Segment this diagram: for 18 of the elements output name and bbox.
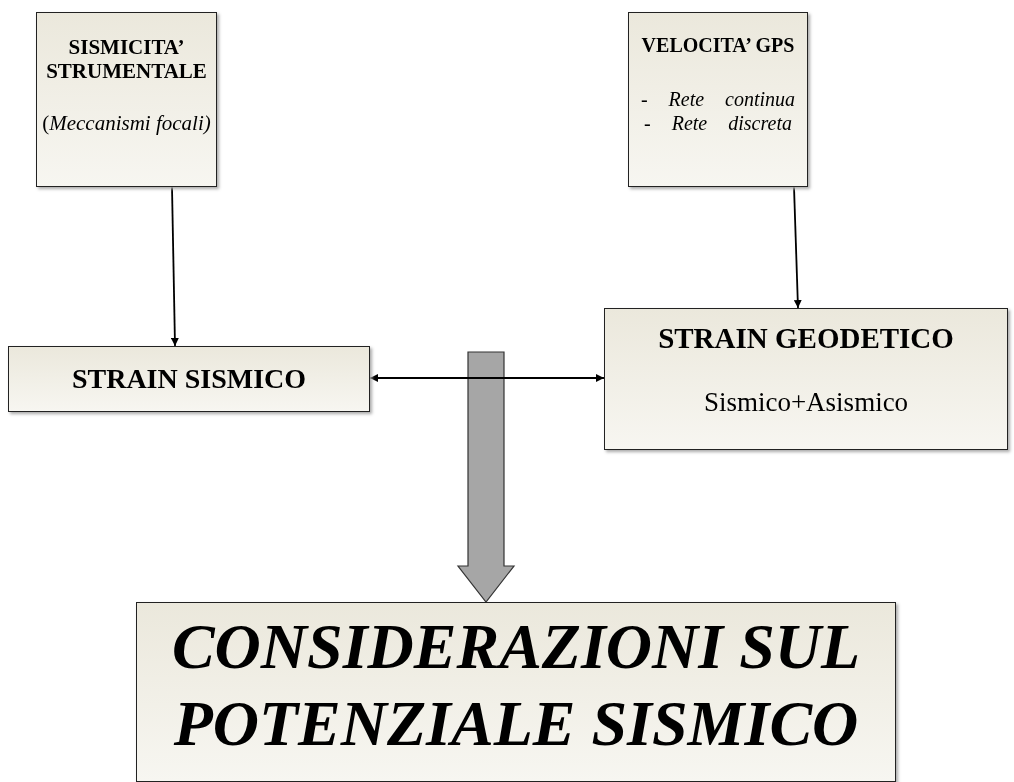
box-heading: STRAIN SISMICO [70,362,308,396]
text-box [604,308,1008,450]
box-heading: CONSIDERAZIONI SUL POTENZIALE SISMICO [170,610,862,761]
box-text: - Rete continua [639,87,797,111]
text-box [628,12,808,187]
text-box [8,346,370,412]
arrow [170,186,179,347]
box-heading: VELOCITA’ GPS [640,33,796,57]
box-text: Sismico+Asismico [702,385,910,419]
arrow [793,186,802,309]
block-arrow [456,351,516,603]
text-box [136,602,896,782]
box-heading: SISMICITA’ STRUMENTALE [45,35,208,84]
arrow [369,374,605,382]
box-text: - Rete discreta [643,111,793,135]
box-heading: STRAIN GEODETICO [657,321,955,356]
text-box [36,12,217,187]
box-text: (Meccanismi focali) [41,111,212,137]
